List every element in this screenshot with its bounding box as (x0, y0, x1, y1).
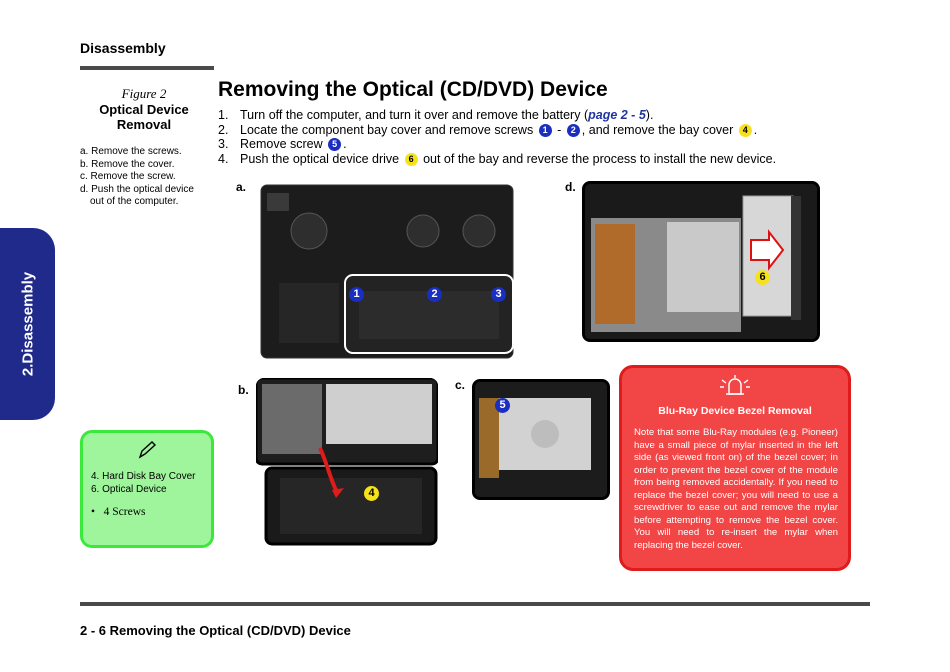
photo-b: 4 (256, 378, 438, 546)
figure-step: a. Remove the screws. (80, 146, 182, 157)
legend-bullet: • 4 Screws (91, 506, 146, 518)
note-box: Blu-Ray Device Bezel Removal Note that s… (619, 365, 851, 571)
figure-step: c. Remove the screw. (80, 171, 176, 182)
figure-steps: a. Remove the screws. b. Remove the cove… (80, 146, 208, 209)
battery-page-link[interactable]: page 2 - 5 (588, 108, 646, 122)
drive-badge: 6 (404, 152, 418, 166)
photo-b-label: b. (238, 383, 249, 397)
cover-badge: 4 (738, 123, 752, 137)
pencil-icon (83, 433, 211, 464)
legend-box: 4. Hard Disk Bay Cover 6. Optical Device… (80, 430, 214, 548)
page-footer: 2 - 6 Removing the Optical (CD/DVD) Devi… (80, 623, 351, 638)
procedure-steps: 1. Turn off the computer, and turn it ov… (218, 108, 776, 166)
bay-cover-removed-image (256, 378, 438, 546)
photo-c: 5 (472, 379, 610, 500)
screw-badge: 1 (538, 123, 552, 137)
note-body: Note that some Blu-Ray modules (e.g. Pio… (634, 427, 838, 551)
section-header: Disassembly (80, 40, 166, 56)
legend-item: 4. Hard Disk Bay Cover (91, 471, 196, 482)
drive-screw-image (475, 382, 607, 497)
figure-number: Figure 2 (121, 86, 167, 101)
photo-a-label: a. (236, 180, 247, 194)
photo-d: 6 (582, 181, 820, 342)
callout-3: 3 (491, 287, 506, 302)
page-title: Removing the Optical (CD/DVD) Device (218, 78, 608, 101)
screw-badge: 2 (566, 123, 580, 137)
screw-badge: 5 (328, 138, 342, 152)
legend-item: 6. Optical Device (91, 484, 167, 495)
side-tab: 2.Disassembly (0, 228, 55, 420)
callout-6: 6 (755, 270, 770, 285)
figure-title-line2: Removal (116, 117, 172, 132)
top-rule (80, 66, 214, 70)
photo-d-label: d. (565, 180, 576, 194)
alarm-icon (622, 368, 848, 403)
laptop-bottom-image (260, 184, 514, 359)
figure-step: b. Remove the cover. (80, 158, 175, 170)
step-2: 2. Locate the component bay cover and re… (218, 122, 758, 137)
bottom-rule (80, 602, 870, 606)
step-1: 1. Turn off the computer, and turn it ov… (218, 108, 654, 122)
step-3: 3. Remove screw 5. (218, 137, 347, 152)
figure-title-line1: Optical Device (99, 102, 189, 117)
note-title: Blu-Ray Device Bezel Removal (658, 405, 812, 417)
side-tab-label: 2.Disassembly (19, 271, 36, 377)
optical-drive-out-image (585, 184, 817, 339)
step-4: 4. Push the optical device drive 6 out o… (218, 151, 777, 166)
callout-2: 2 (427, 287, 442, 302)
callout-4: 4 (364, 486, 379, 501)
callout-1: 1 (349, 287, 364, 302)
figure-step: d. Push the optical device out of the co… (80, 183, 194, 208)
photo-a: 1 2 3 (259, 183, 517, 360)
figure-caption: Figure 2 Optical Device Removal (80, 86, 208, 132)
callout-5: 5 (495, 398, 510, 413)
photo-c-label: c. (455, 378, 466, 392)
